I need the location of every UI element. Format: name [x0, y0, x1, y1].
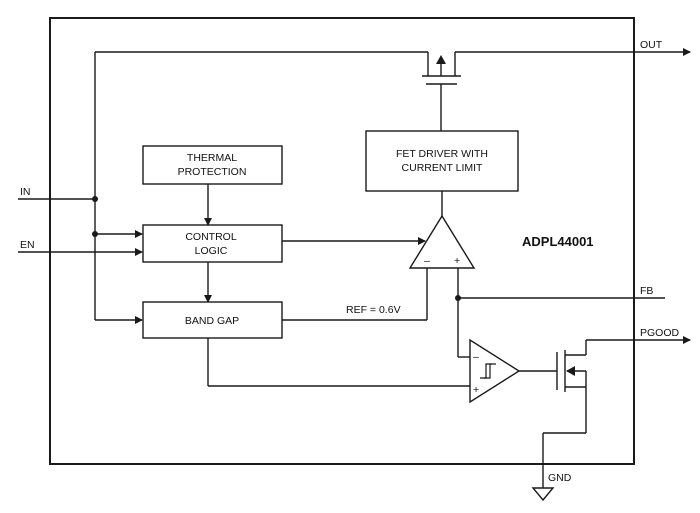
pin-label-gnd: GND [548, 472, 572, 484]
control-label-line2: LOGIC [195, 245, 228, 257]
pass-fet [422, 48, 691, 131]
pin-label-pgood: PGOOD [640, 327, 680, 339]
error-amplifier: – + [408, 191, 476, 269]
fet-driver-block [365, 130, 519, 192]
pin-label-fb: FB [640, 285, 653, 297]
pin-label-out: OUT [640, 39, 663, 51]
bandgap-block [142, 301, 283, 339]
amp-plus-label: + [454, 255, 460, 267]
amp-minus-label: – [424, 255, 430, 267]
bandgap-label: BAND GAP [185, 315, 239, 327]
pin-label-in: IN [20, 186, 31, 198]
fet-driver-label-line2: CURRENT LIMIT [402, 162, 483, 174]
control-logic-block [142, 224, 283, 263]
fb-net [455, 268, 665, 358]
ground-icon [531, 487, 555, 502]
thermal-protection-block [142, 145, 283, 185]
pgood-comparator: – + [469, 338, 557, 404]
chip-outline [49, 17, 635, 465]
pin-label-en: EN [20, 239, 35, 251]
control-label-line1: CONTROL [185, 231, 236, 243]
in-rail [18, 51, 428, 324]
thermal-label-line1: THERMAL [187, 152, 237, 164]
ref-label: REF = 0.6V [346, 304, 401, 316]
pgood-fet [542, 336, 691, 488]
fet-driver-label-line1: FET DRIVER WITH [396, 148, 488, 160]
comp-minus-label: – [473, 351, 479, 363]
comp-plus-label: + [473, 384, 479, 396]
thermal-label-line2: PROTECTION [178, 166, 247, 178]
part-number: ADPL44001 [522, 234, 594, 249]
